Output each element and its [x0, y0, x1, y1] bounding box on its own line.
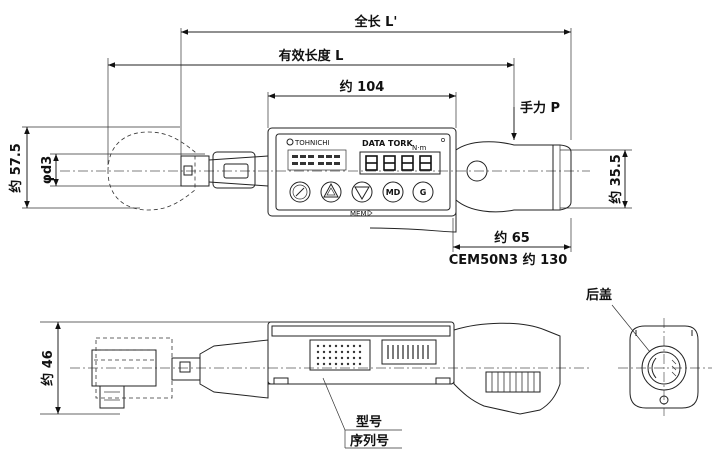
- label-approx-104: 约 104: [340, 79, 385, 95]
- dimension-effective-length: 有效长度 L: [108, 48, 514, 68]
- grip-ribs: [485, 371, 541, 393]
- product-name: DATA TORK: [362, 139, 413, 148]
- side-view: 约 46: [40, 321, 590, 449]
- label-cem-model: CEM50N3 约 130: [449, 252, 568, 268]
- label-hand-force: 手力 P: [520, 100, 560, 116]
- shaft: [180, 155, 210, 187]
- warning-button[interactable]: [320, 181, 342, 203]
- label-serial-no: 序列号: [350, 433, 389, 449]
- unit-label: N·m: [412, 144, 426, 152]
- battery-arrow-icon: [651, 357, 657, 379]
- mem-label: MEM: [350, 210, 367, 218]
- body-side: [267, 321, 455, 385]
- md-button-label: MD: [386, 188, 401, 197]
- label-plate-right: [381, 339, 437, 365]
- label-phi-d3: φd3: [40, 156, 55, 185]
- dimension-approx-65: 约 65 CEM50N3 约 130: [449, 230, 571, 268]
- lanyard-hole: [659, 395, 669, 405]
- label-height-57-5: 约 57.5: [8, 143, 24, 193]
- rear-cover: [641, 345, 687, 391]
- label-overall-length: 全长 L': [354, 14, 398, 30]
- label-effective-length: 有效长度 L: [279, 48, 344, 64]
- square-drive: [183, 165, 193, 176]
- dimension-height-46: 约 46: [40, 322, 61, 414]
- grip-side: [453, 322, 561, 415]
- brand-name: TOHNICHI: [294, 139, 330, 147]
- lcd-main-display: [359, 151, 441, 175]
- grip: [455, 141, 572, 213]
- lcd-digits: [365, 155, 432, 171]
- label-approx-65: 约 65: [494, 230, 530, 246]
- brand-logo-icon: [286, 138, 294, 146]
- lcd-status-area: [287, 149, 347, 171]
- power-button[interactable]: [289, 181, 311, 203]
- dimension-height-35-5: 约 35.5: [608, 150, 628, 208]
- display-panel: [275, 133, 451, 211]
- label-model-no: 型号: [356, 414, 382, 430]
- neck-slot: [223, 163, 249, 179]
- g-button-label: G: [420, 188, 427, 197]
- plate-dots: [316, 344, 362, 366]
- end-view: 后盖: [586, 287, 712, 416]
- head-outline: [107, 131, 196, 211]
- top-view: 全长 L' 有效长度 L 约 104 约 57.5 φd3 约 35.5 约 6…: [8, 14, 632, 268]
- dimension-approx-104: 约 104: [268, 79, 456, 99]
- down-button[interactable]: [351, 181, 373, 203]
- plate-bars: [387, 345, 429, 359]
- label-height-46: 约 46: [40, 350, 56, 386]
- shaft-pin: [179, 361, 191, 373]
- g-button[interactable]: G: [412, 181, 434, 203]
- end-body: [629, 325, 699, 409]
- body-foot: [435, 377, 451, 385]
- shaft-side: [171, 357, 201, 381]
- md-button[interactable]: MD: [382, 181, 404, 203]
- dimension-overall-length: 全长 L': [181, 14, 571, 35]
- label-plate-left: [309, 339, 371, 371]
- dimension-phi-d3: φd3: [40, 154, 59, 186]
- neck-block: [212, 151, 256, 189]
- grip-hole: [466, 160, 488, 182]
- label-height-35-5: 约 35.5: [608, 154, 624, 204]
- neck-side: [199, 339, 269, 399]
- rear-cover-leader: [611, 304, 651, 353]
- label-rear-cover: 后盖: [586, 287, 612, 303]
- lcd-status-bars: [292, 155, 340, 165]
- dimension-height-57-5: 约 57.5: [8, 127, 30, 208]
- hand-force-indicator: 手力 P: [511, 100, 560, 140]
- body-lower-edge: [369, 216, 457, 233]
- lcd-digits-text: 8.8.8.8: [387, 175, 413, 182]
- square-drive-side: [99, 386, 125, 409]
